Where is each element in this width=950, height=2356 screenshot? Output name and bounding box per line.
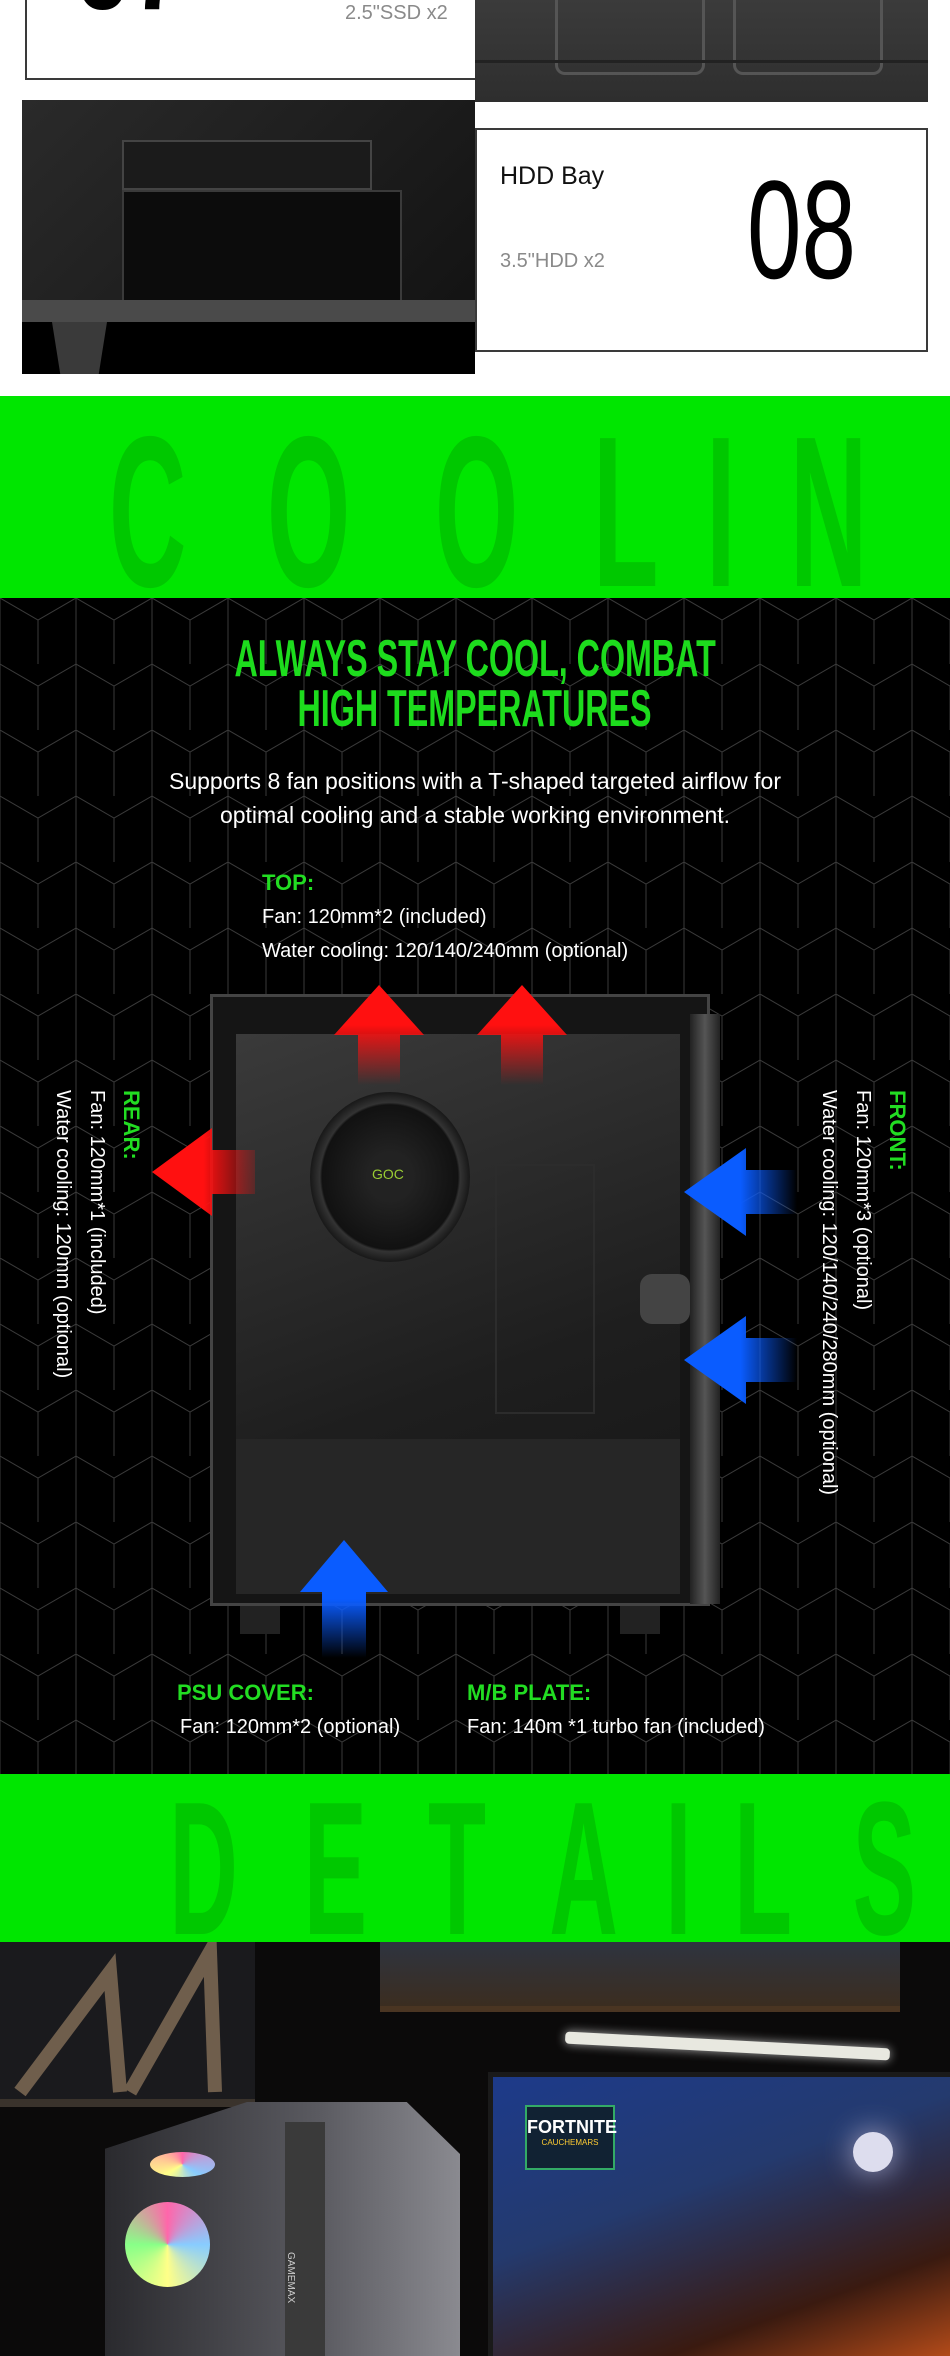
fortnite-logo: FORTNITE CAUCHEMARS	[525, 2105, 617, 2170]
subtitle-line-2: optimal cooling and a stable working env…	[219, 802, 731, 828]
top-spec: TOP: Fan: 120mm*2 (included) Water cooli…	[262, 866, 628, 968]
banner-letter: D	[169, 1774, 238, 1942]
light-bar	[564, 2031, 891, 2061]
exhaust-arrow-top-2	[477, 985, 567, 1085]
banner-letter: L	[592, 396, 659, 598]
banner-letter: I	[665, 1774, 692, 1942]
cooling-headline: ALWAYS STAY COOL, COMBAT HIGH TEMPERATUR…	[0, 630, 950, 738]
front-water: Water cooling: 120/140/240/280mm (option…	[818, 1090, 840, 1496]
ssd-bracket-image	[475, 0, 928, 102]
rear-water: Water cooling: 120mm (optional)	[52, 1090, 74, 1379]
mb-fan: Fan: 140m *1 turbo fan (included)	[467, 1716, 765, 1738]
monitor: FORTNITE CAUCHEMARS	[488, 2072, 950, 2356]
cooling-subtitle: Supports 8 fan positions with a T-shaped…	[0, 764, 950, 832]
rear-fan: Fan: 120mm*1 (included)	[86, 1090, 108, 1315]
banner-letter: O	[267, 396, 351, 598]
cooling-section: ALWAYS STAY COOL, COMBAT HIGH TEMPERATUR…	[0, 598, 950, 1775]
intake-arrow-front-2	[684, 1316, 797, 1404]
hdd-card: HDD Bay 3.5"HDD x2 08	[475, 128, 928, 352]
banner-letter: L	[734, 1774, 793, 1942]
rear-spec: REAR: Fan: 120mm*1 (included) Water cool…	[46, 1090, 148, 1378]
cpu-fan: GOC	[310, 1092, 470, 1262]
headline-line-1: ALWAYS STAY COOL, COMBAT	[234, 630, 716, 688]
front-spec: FRONT: Fan: 120mm*3 (optional) Water coo…	[812, 1090, 914, 1495]
rear-heading: REAR:	[119, 1090, 144, 1160]
hdd-cage-image	[22, 100, 475, 374]
ssd-count: 07	[75, 0, 186, 33]
headline-line-2: HIGH TEMPERATURES	[297, 680, 653, 738]
hdd-spec: 3.5"HDD x2	[500, 250, 605, 272]
shelf	[380, 1942, 900, 2012]
hdd-title: HDD Bay	[500, 162, 605, 190]
banner-letter: A	[549, 1774, 618, 1942]
ssd-card: 07 2.5"SSD x2	[25, 0, 477, 80]
banner-letter: E	[303, 1774, 368, 1942]
exhaust-arrow-top-1	[334, 985, 424, 1085]
gamemax-case: GAMEMAX	[105, 2102, 460, 2356]
airflow-arrows	[152, 985, 797, 1658]
intake-arrow-bottom	[300, 1540, 388, 1658]
subtitle-line-1: Supports 8 fan positions with a T-shaped…	[169, 768, 781, 794]
pc-case-image: GOC	[210, 994, 752, 1634]
banner-letter: N	[789, 396, 868, 598]
intake-arrow-front-1	[684, 1148, 797, 1236]
mb-heading: M/B PLATE:	[467, 1680, 592, 1705]
details-banner: D E T A I L S	[0, 1774, 950, 1942]
hdd-count: 08	[747, 151, 857, 308]
fan-logo: GOC	[372, 1166, 404, 1182]
banner-letter: C	[108, 396, 187, 598]
front-fan: Fan: 120mm*3 (optional)	[852, 1090, 874, 1311]
psu-fan: Fan: 120mm*2 (optional)	[180, 1716, 401, 1738]
top-heading: TOP:	[262, 870, 315, 895]
front-heading: FRONT:	[885, 1090, 910, 1171]
banner-letter: I	[706, 396, 736, 598]
banner-letter: S	[852, 1774, 917, 1942]
top-fan: Fan: 120mm*2 (included)	[262, 906, 487, 928]
banner-letter: G	[948, 396, 950, 598]
mb-plate-spec: M/B PLATE: Fan: 140m *1 turbo fan (inclu…	[467, 1676, 765, 1744]
psu-heading: PSU COVER:	[177, 1680, 314, 1705]
ssd-spec: 2.5"SSD x2	[345, 2, 448, 24]
top-water: Water cooling: 120/140/240mm (optional)	[262, 940, 629, 962]
psu-spec: PSU COVER: Fan: 120mm*2 (optional)	[177, 1676, 400, 1744]
pegboard	[0, 1942, 255, 2107]
banner-letter: T	[427, 1774, 486, 1942]
exhaust-arrow-rear	[152, 1128, 255, 1216]
cooling-banner: C O O L I N G	[0, 396, 950, 598]
setup-photo: FORTNITE CAUCHEMARS GAMEMAX	[0, 1942, 950, 2356]
banner-letter: O	[434, 396, 518, 598]
